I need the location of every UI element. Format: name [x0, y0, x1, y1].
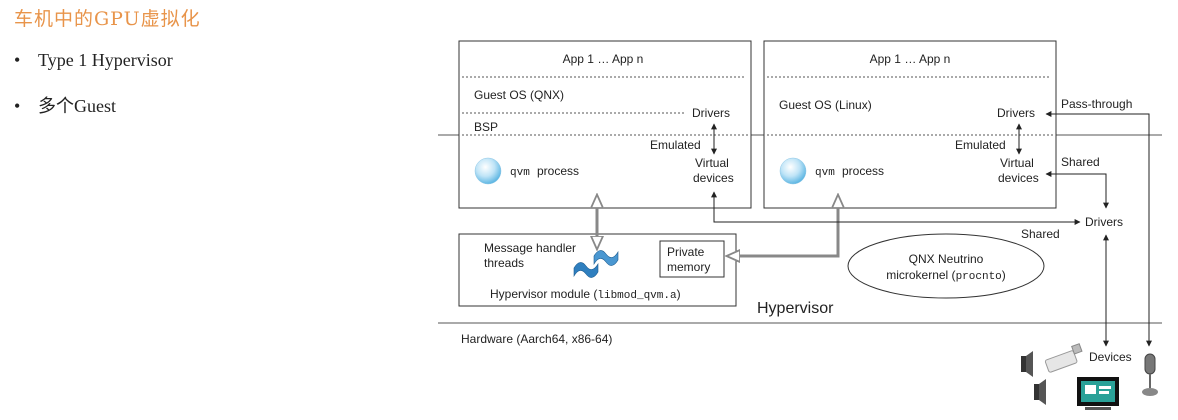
speaker-icon — [1021, 351, 1033, 377]
qvm-ball-icon — [779, 157, 807, 185]
slide-title: 车机中的GPU虚拟化 — [14, 8, 201, 30]
devices-label: Devices — [1089, 350, 1132, 364]
guest2-os-label: Guest OS (Linux) — [779, 98, 872, 112]
guest-qnx-box: App 1 … App n Guest OS (QNX) BSP Drivers… — [458, 40, 752, 209]
guest2-devices-label: devices — [998, 171, 1039, 185]
guest-linux-box: App 1 … App n Guest OS (Linux) Drivers E… — [763, 40, 1057, 209]
pass-through-label: Pass-through — [1061, 97, 1132, 111]
guest1-qvm-word: process — [537, 164, 579, 178]
threads-wave-icon — [573, 250, 619, 278]
hypervisor-module-box: Message handler threads Private memory H… — [458, 233, 737, 307]
bullet-list: • Type 1 Hypervisor • 多个Guest — [14, 50, 173, 134]
bullet-text: Type 1 Hypervisor — [38, 50, 173, 70]
private-memory-box — [659, 240, 725, 278]
guest1-os-label: Guest OS (QNX) — [474, 88, 564, 102]
bullet-dot-icon: • — [14, 50, 21, 70]
message-handler-label: Message handler — [484, 241, 576, 255]
guest1-emulated-label: Emulated — [650, 138, 701, 152]
bullet-text: 多个Guest — [38, 96, 116, 116]
bullet-dot-icon: • — [14, 96, 21, 116]
guest1-qvm-mono: qvm — [510, 167, 530, 179]
neutrino-line1: QNX Neutrino — [909, 252, 984, 266]
guest2-qvm-mono: qvm — [815, 167, 835, 179]
guest1-apps-label: App 1 … App n — [563, 52, 644, 66]
hardware-label: Hardware (Aarch64, x86-64) — [461, 332, 612, 346]
host-drivers-label: Drivers — [1085, 215, 1123, 229]
guest1-bsp-label: BSP — [474, 120, 498, 134]
microphone-icon — [1142, 353, 1158, 396]
private-label: Private — [667, 245, 705, 259]
pass-through-arrow — [1045, 111, 1152, 347]
guest1-virtual-to-drivers-arrow — [711, 191, 1081, 225]
guest2-virtual-label: Virtual — [1000, 156, 1034, 170]
guest2-apps-label: App 1 … App n — [870, 52, 951, 66]
display-icon — [1077, 377, 1119, 410]
memory-label: memory — [667, 260, 710, 274]
hypervisor-module-label: Hypervisor module (libmod_qvm.a) — [490, 287, 681, 302]
hypervisor-label: Hypervisor — [757, 300, 834, 317]
qvm-ball-icon — [474, 157, 502, 185]
threads-label: threads — [484, 256, 524, 270]
neutrino-line2: microkernel (procnto) — [886, 268, 1006, 283]
guest2-drivers-label: Drivers — [997, 106, 1035, 120]
guest1-devices-label: devices — [693, 171, 734, 185]
bullet-item: • 多个Guest — [14, 92, 173, 134]
speaker-icon — [1034, 379, 1046, 405]
guest2-emulated-label: Emulated — [955, 138, 1006, 152]
usb-stick-icon — [1044, 343, 1083, 373]
shared-upper-label: Shared — [1061, 155, 1100, 169]
shared-lower-label: Shared — [1021, 227, 1060, 241]
bullet-item: • Type 1 Hypervisor — [14, 50, 173, 92]
neutrino-microkernel: QNX Neutrino microkernel (procnto) — [847, 233, 1045, 299]
guest1-drivers-label: Drivers — [692, 106, 730, 120]
guest2-qvm-word: process — [842, 164, 884, 178]
guest1-virtual-label: Virtual — [695, 156, 729, 170]
